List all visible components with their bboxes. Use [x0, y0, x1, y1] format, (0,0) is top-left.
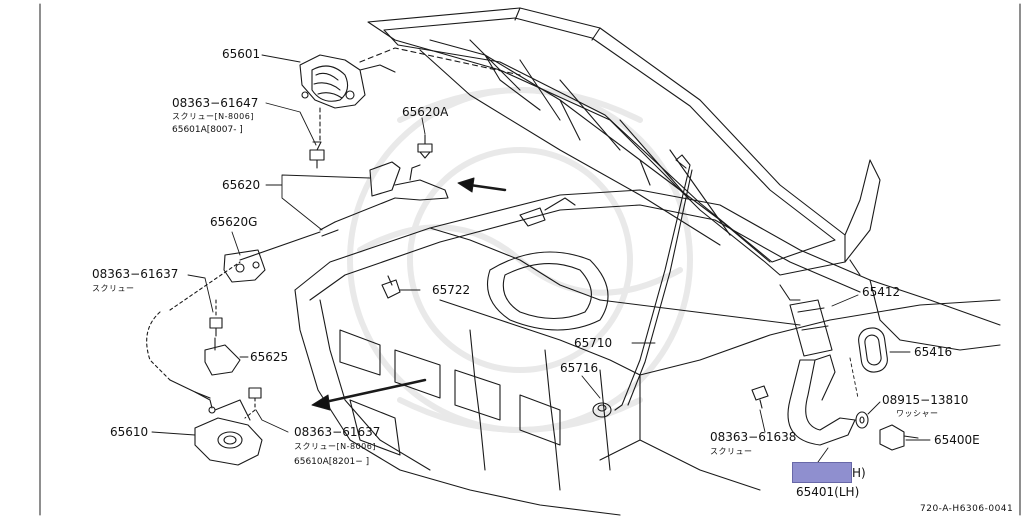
label-08363-61637-a: 08363−61637	[92, 267, 179, 281]
bolt-65400E	[879, 424, 919, 451]
label-65620A: 65620A	[402, 105, 449, 119]
label-washer: ワッシャー	[896, 409, 939, 418]
label-65416: 65416	[914, 345, 953, 359]
grommet-65716	[592, 402, 612, 418]
screw-08363-61637-left	[209, 299, 223, 337]
bracket-65412	[789, 299, 833, 357]
release-cable-65620	[146, 161, 449, 399]
clip-65620A	[417, 134, 433, 159]
highlight-65401-rh[interactable]	[792, 462, 852, 483]
label-screw-b: スクリュー	[710, 447, 753, 456]
label-08363-61638: 08363−61638	[710, 430, 797, 444]
label-08915-13810: 08915−13810	[882, 393, 969, 407]
label-08363-61637-b: 08363−61637	[294, 425, 381, 439]
leader-lines	[151, 54, 931, 463]
car-body	[294, 189, 1001, 516]
screw-08363-61638	[751, 385, 769, 409]
stay-rod-65710	[614, 154, 693, 411]
label-65610: 65610	[110, 425, 149, 439]
label-65620G: 65620G	[210, 215, 258, 229]
label-65412: 65412	[862, 285, 901, 299]
direction-arrows	[311, 177, 507, 411]
screw-08363-61637-lower	[244, 387, 262, 419]
label-65401-rh-suffix: H)	[852, 466, 866, 480]
label-screw-n8006-b: スクリュー[N-8006]	[294, 442, 376, 451]
trunk-lock-65610	[194, 391, 263, 466]
screw-08363-61647	[309, 141, 325, 169]
label-08363-61647: 08363−61647	[172, 96, 259, 110]
label-65610A: 65610A[8201− ]	[294, 457, 370, 467]
bracket-65625	[204, 337, 241, 376]
seal-65416	[858, 327, 888, 373]
leader-hinge-lid	[359, 47, 521, 76]
label-65620: 65620	[222, 178, 261, 192]
cable-guide-65620G	[223, 249, 266, 283]
label-65710: 65710	[574, 336, 613, 350]
label-screw-a: スクリュー	[92, 284, 135, 293]
label-65400E: 65400E	[934, 433, 980, 447]
clip-65722	[381, 275, 401, 299]
hinge-arm-65401	[787, 354, 856, 446]
diagram-code: 720-A-H6306-0041	[920, 504, 1014, 514]
trunk-lid	[367, 7, 881, 276]
label-65716: 65716	[560, 361, 599, 375]
label-65601A: 65601A[8007- ]	[172, 125, 243, 135]
label-65401-lh: 65401(LH)	[796, 485, 860, 499]
lid-striker	[519, 197, 576, 227]
washer-08915-13810	[855, 411, 869, 429]
label-65601: 65601	[222, 47, 261, 61]
label-65625: 65625	[250, 350, 289, 364]
hinge-65601	[299, 54, 396, 109]
label-screw-n8006-a: スクリュー[N-8006]	[172, 112, 254, 121]
label-65722: 65722	[432, 283, 471, 297]
